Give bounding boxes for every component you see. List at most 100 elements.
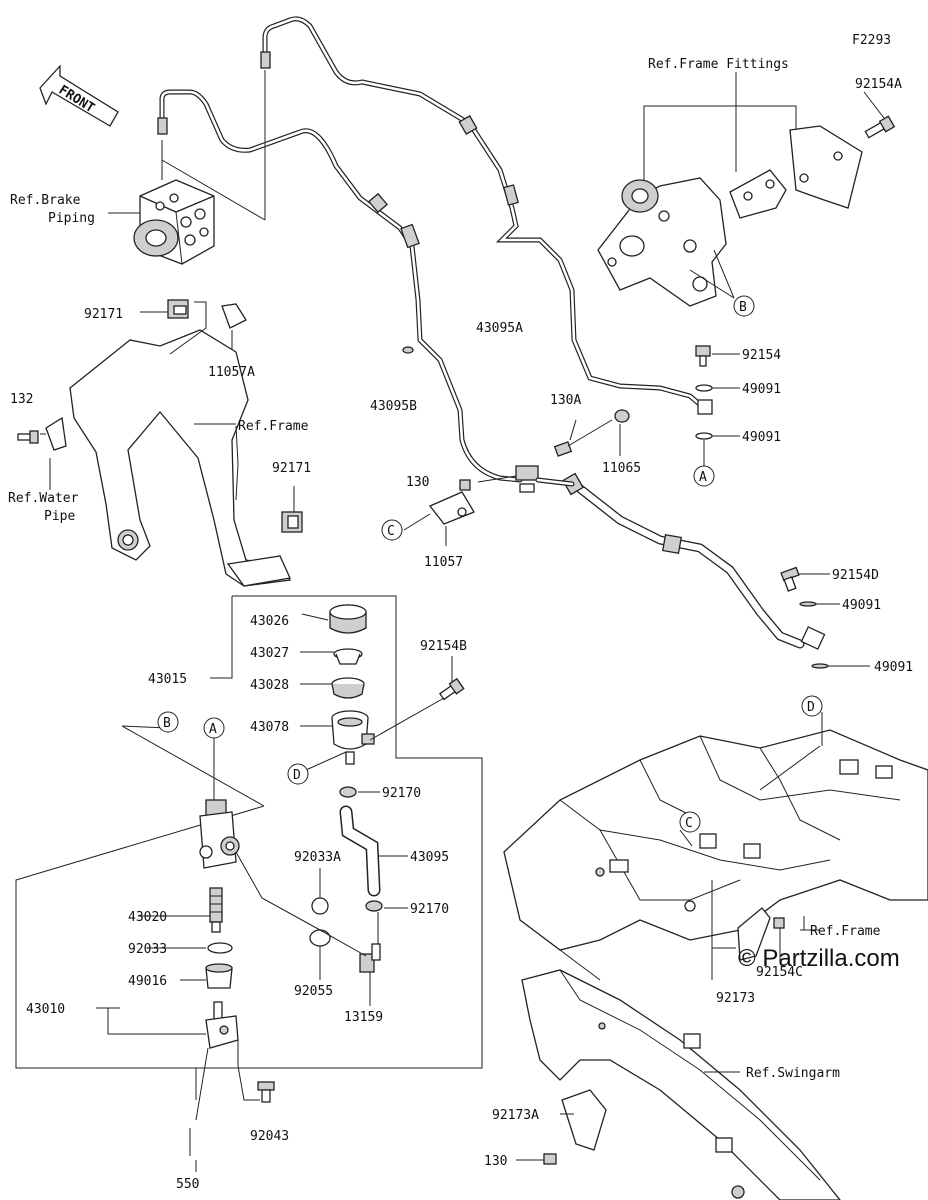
callout-b-upper: B: [733, 295, 755, 317]
label-ref-brake-2: Piping: [48, 211, 95, 226]
banjo-bolt-92154D: [780, 566, 829, 669]
label-ref-frame-left: Ref.Frame: [238, 419, 309, 434]
callout-b-lower-label: B: [163, 716, 171, 731]
callout-c-right: C: [679, 811, 701, 833]
label-49016: 49016: [128, 974, 167, 989]
label-49091-b: 49091: [742, 430, 781, 445]
reservoir-43078: [331, 710, 375, 765]
callout-a-upper-label: A: [699, 470, 707, 485]
reservoir-cap-43026: [329, 604, 367, 634]
label-92033: 92033: [128, 942, 167, 957]
diaphragm-plate-43027: [333, 648, 363, 665]
label-92171-bot: 92171: [272, 461, 311, 476]
label-130-lower: 130: [484, 1154, 507, 1169]
callout-c-right-label: C: [685, 816, 693, 831]
callout-c-upper-label: C: [387, 524, 395, 539]
frame-fitting-bracket: [597, 125, 863, 307]
label-43020: 43020: [128, 910, 167, 925]
bracket-92173: [737, 907, 771, 961]
diaphragm-43028: [331, 677, 365, 699]
bolt-92154A: [864, 115, 896, 139]
callout-d-lower: D: [287, 763, 309, 785]
label-43015: 43015: [148, 672, 187, 687]
callout-a-lower-label: A: [209, 722, 217, 737]
label-92043: 92043: [250, 1129, 289, 1144]
clamp-92170-bot: [365, 900, 383, 912]
reservoir-hose-43095: [339, 805, 381, 897]
label-43095B: 43095B: [370, 399, 417, 414]
master-cylinder-body: [199, 799, 240, 869]
bolt-92043: [257, 1081, 275, 1103]
bolt-92154C: [773, 917, 785, 929]
label-92154B: 92154B: [420, 639, 467, 654]
label-92154D: 92154D: [832, 568, 879, 583]
water-pipe-bracket: [45, 416, 67, 451]
label-92154C: 92154C: [756, 965, 803, 980]
front-arrow-icon: FRONT: [39, 64, 119, 127]
label-92173A: 92173A: [492, 1108, 539, 1123]
label-92033A: 92033A: [294, 850, 341, 865]
callout-c-upper: C: [381, 519, 403, 541]
label-92171-top: 92171: [84, 307, 123, 322]
label-ref-water-2: Pipe: [44, 509, 75, 524]
label-130A: 130A: [550, 393, 581, 408]
label-130: 130: [406, 475, 429, 490]
label-92173: 92173: [716, 991, 755, 1006]
clamp-92170-top: [339, 786, 357, 798]
label-43095A: 43095A: [476, 321, 523, 336]
bolt-130-lower: [543, 1153, 557, 1165]
label-92170-b: 92170: [410, 902, 449, 917]
hose-fitting-13159: [359, 943, 381, 973]
label-43028: 43028: [250, 678, 289, 693]
bracket-11057: [428, 491, 475, 525]
label-132: 132: [10, 392, 33, 407]
callout-d-lower-label: D: [293, 768, 301, 783]
boot-49016: [205, 963, 233, 989]
callout-a-lower: A: [203, 717, 225, 739]
brake-pipe-joint: [459, 409, 630, 493]
circlip-92033A: [311, 897, 329, 915]
o-ring-92055: [309, 929, 331, 947]
label-49091-a: 49091: [742, 382, 781, 397]
callout-b-upper-label: B: [739, 300, 747, 315]
callout-b-lower: B: [157, 711, 179, 733]
label-ref-water-1: Ref.Water: [8, 491, 79, 506]
label-43078: 43078: [250, 720, 289, 735]
brake-pipe-43095B: [159, 89, 523, 483]
bracket-11057A: [221, 303, 247, 329]
label-49091-d: 49091: [874, 660, 913, 675]
label-ref-swingarm: Ref.Swingarm: [746, 1066, 840, 1081]
label-43027: 43027: [250, 646, 289, 661]
label-92154A: 92154A: [855, 77, 902, 92]
label-43095: 43095: [410, 850, 449, 865]
clamp-92171-top: [167, 299, 189, 319]
clamp-92171-bot: [281, 511, 303, 533]
label-92055: 92055: [294, 984, 333, 999]
figure-code: F2293: [852, 33, 891, 48]
label-49091-c: 49091: [842, 598, 881, 613]
brake-pipe-43095A: [262, 16, 707, 411]
callout-a-upper: A: [693, 465, 715, 487]
abs-unit: [133, 179, 215, 265]
label-11057: 11057: [424, 555, 463, 570]
label-ref-frame-right: Ref.Frame: [810, 924, 881, 939]
banjo-bolt-92154: [695, 345, 713, 440]
bracket-92173A: [561, 1089, 607, 1151]
push-rod-43020: [209, 887, 223, 933]
watermark: © Partzilla.com: [738, 945, 900, 972]
swingarm: [521, 969, 841, 1200]
frame-right: [503, 729, 928, 981]
label-43026: 43026: [250, 614, 289, 629]
label-11065: 11065: [602, 461, 641, 476]
bolt-92154B: [439, 677, 465, 701]
label-ref-brake-1: Ref.Brake: [10, 193, 81, 208]
label-13159: 13159: [344, 1010, 383, 1025]
label-550: 550: [176, 1177, 199, 1192]
label-11057A: 11057A: [208, 365, 255, 380]
callout-d-right: D: [801, 695, 823, 717]
circlip-92033: [207, 942, 233, 954]
label-92170-a: 92170: [382, 786, 421, 801]
label-43010: 43010: [26, 1002, 65, 1017]
brake-hose-right: [562, 472, 826, 650]
